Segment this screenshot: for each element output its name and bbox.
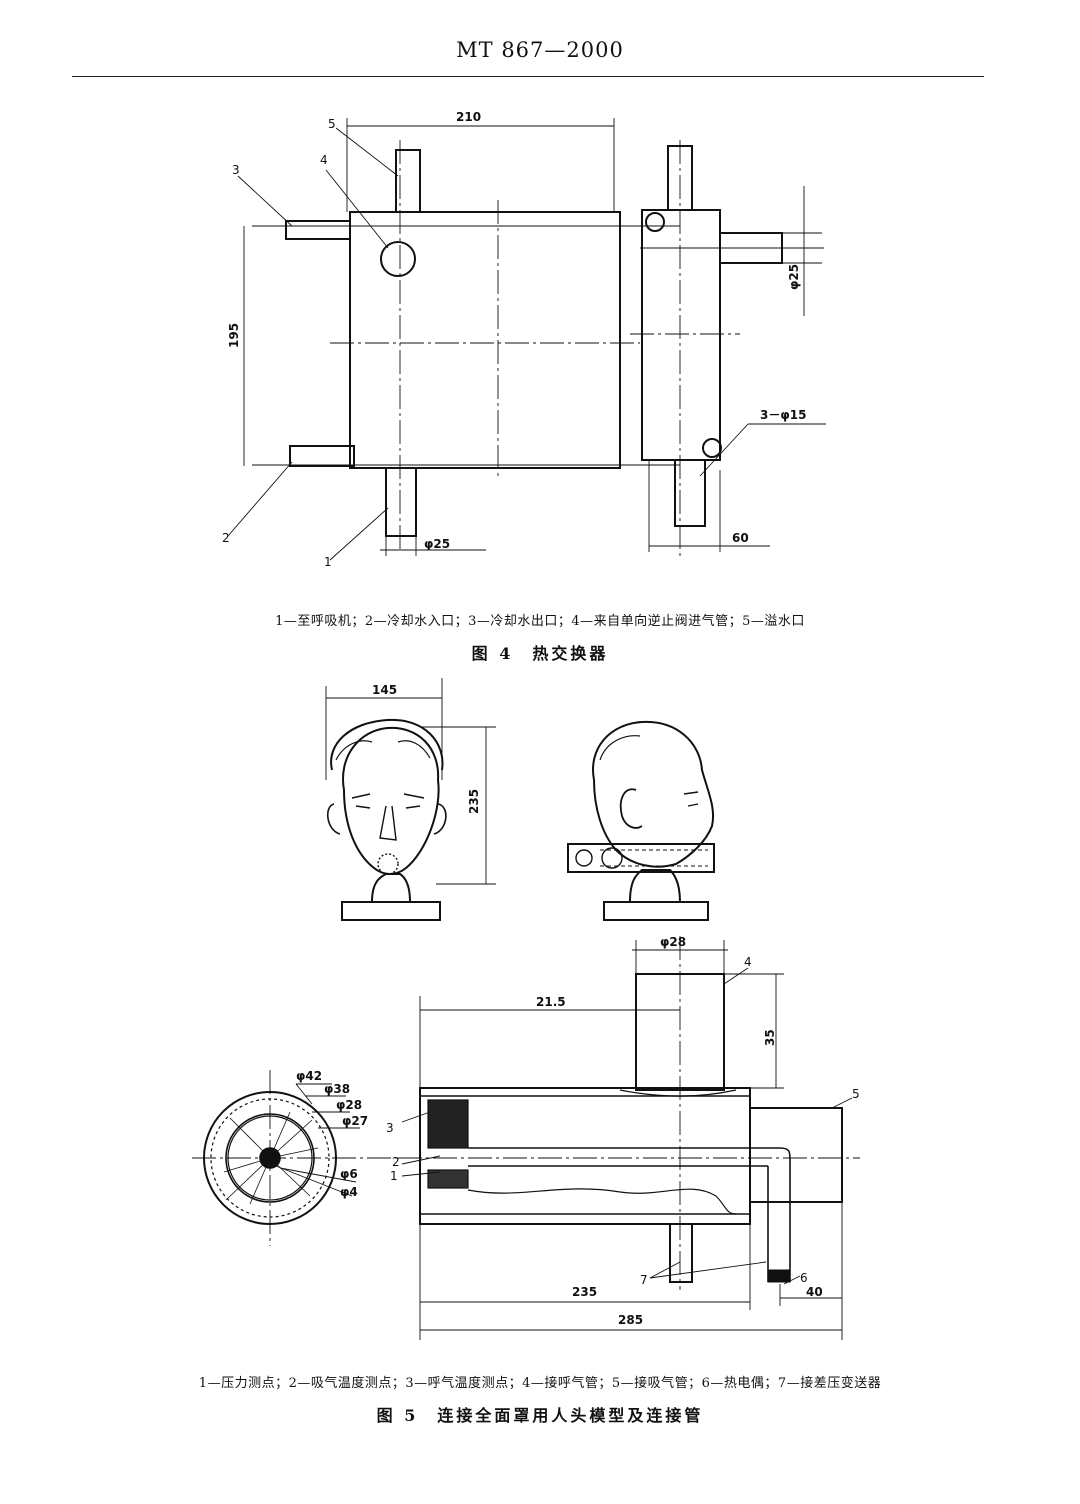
figure5-head-front <box>325 678 496 921</box>
fig5-dim-length-inner: 235 <box>572 1285 597 1299</box>
fig5-circle-dim-4: φ27 <box>342 1114 368 1128</box>
fig5-label-3: 3 <box>386 1121 394 1135</box>
fig5-dim-top-dia: φ28 <box>660 935 686 949</box>
fig5-label-4: 4 <box>744 955 752 969</box>
figure5-caption: 图 5 连接全面罩用人头模型及连接管 <box>376 1406 704 1425</box>
fig5-dim-head-width: 145 <box>372 683 397 697</box>
fig5-label-2: 2 <box>392 1155 400 1169</box>
fig5-circle-dim-2: φ38 <box>324 1082 350 1096</box>
fig5-dim-length-total: 285 <box>618 1313 643 1327</box>
header-rule <box>72 76 984 77</box>
fig5-circle-dim-6: φ4 <box>340 1185 358 1199</box>
fig4-label-3: 3 <box>232 163 240 177</box>
fig5-label-6: 6 <box>800 1271 808 1285</box>
figure5-cross-section <box>192 1070 400 1246</box>
fig4-dim-pipe: φ25 <box>424 537 450 551</box>
fig5-dim-top-height: 35 <box>763 1029 777 1046</box>
fig5-circle-dim-5: φ6 <box>340 1167 358 1181</box>
fig4-label-4: 4 <box>320 153 328 167</box>
figure4-legend: 1—至呼吸机；2—冷却水入口；3—冷却水出口；4—来自单向逆止阀进气管；5—溢水… <box>275 614 805 629</box>
fig5-label-7: 7 <box>640 1273 648 1287</box>
fig5-circle-dim-1: φ42 <box>296 1069 322 1083</box>
fig5-dim-end: 40 <box>806 1285 823 1299</box>
fig5-label-5: 5 <box>852 1087 860 1101</box>
figure4-caption: 图 4 热交换器 <box>471 644 609 663</box>
figure5-head-side <box>567 720 715 921</box>
fig4-dim-height: 195 <box>227 323 241 348</box>
fig5-circle-dim-3: φ28 <box>336 1098 362 1112</box>
figure5-legend: 1—压力测点；2—吸气温度测点；3—呼气温度测点；4—接呼气管；5—接吸气管；6… <box>198 1376 882 1391</box>
fig4-dim-side-pipe: φ25 <box>787 264 801 290</box>
fig4-dim-holes: 3－φ15 <box>760 408 806 422</box>
fig5-label-1: 1 <box>390 1169 398 1183</box>
figure5-connecting-tube <box>398 936 860 1340</box>
fig5-dim-offset: 21.5 <box>536 995 566 1009</box>
fig4-label-1: 1 <box>324 555 332 569</box>
fig4-dim-width: 210 <box>456 110 481 124</box>
page-header: MT 867—2000 <box>456 38 624 62</box>
figure4-drawing <box>227 118 826 561</box>
fig5-dim-head-height: 235 <box>467 789 481 814</box>
fig4-label-5: 5 <box>328 117 336 131</box>
fig4-dim-side-width: 60 <box>732 531 749 545</box>
fig4-label-2: 2 <box>222 531 230 545</box>
